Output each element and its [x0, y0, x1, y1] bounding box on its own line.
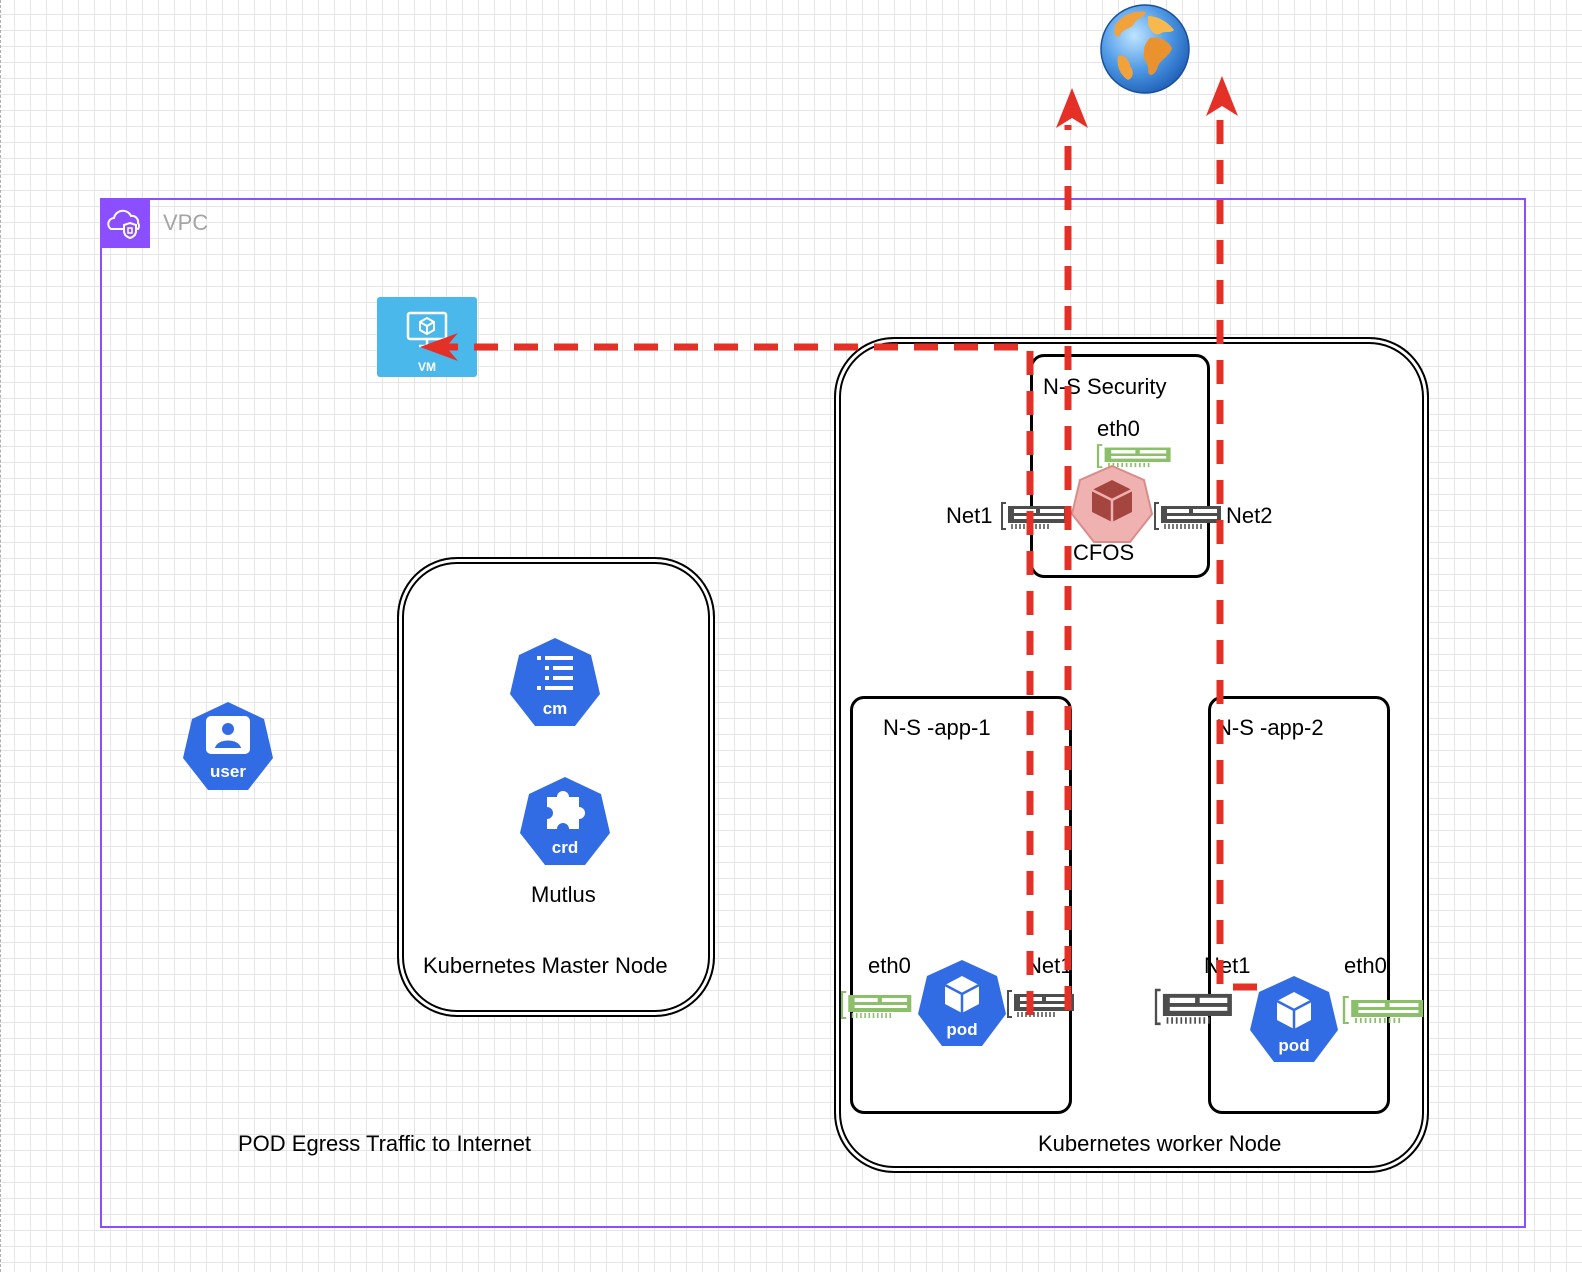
app1-eth0-label: eth0 [868, 953, 911, 978]
arrow-to-internet-2 [1206, 76, 1238, 116]
globe-icon[interactable] [1098, 2, 1192, 96]
user-label: user [210, 762, 246, 781]
app1-eth0-nic-icon [840, 990, 913, 1020]
cfos-label: CFOS [1073, 540, 1135, 565]
traffic-path-internet-2 [1216, 110, 1257, 991]
vm-label: VM [418, 360, 436, 374]
security-net1-nic-icon [1001, 502, 1069, 530]
security-eth0-nic-icon [1096, 443, 1172, 469]
app2-eth0-nic-icon [1342, 995, 1425, 1025]
app2-net1-nic-icon [1154, 988, 1234, 1026]
crd-icon [547, 791, 585, 829]
security-title: N-S Security [1043, 374, 1167, 399]
security-net2-nic-icon [1154, 502, 1222, 530]
app1-net1-nic-icon [1007, 990, 1075, 1018]
arrow-to-internet-1 [1056, 88, 1088, 128]
user-node[interactable]: user [180, 700, 276, 792]
cm-icon [537, 656, 573, 690]
app1-net1-label: Net1 [1026, 953, 1073, 978]
vpc-container[interactable] [100, 198, 1526, 1228]
cm-node[interactable]: cm [507, 636, 603, 728]
app2-eth0-label: eth0 [1344, 953, 1387, 978]
vpc-icon [100, 198, 150, 248]
security-net1-label: Net1 [946, 503, 993, 528]
app2-pod-node: pod [1248, 974, 1340, 1064]
cm-label: cm [543, 699, 568, 718]
egress-traffic-paths [440, 110, 1257, 1015]
traffic-path-vm [440, 343, 1034, 1015]
arrow-to-vm [420, 333, 458, 361]
vpc-label: VPC [163, 210, 209, 235]
security-eth0-label: eth0 [1097, 416, 1140, 441]
app2-net1-label: Net1 [1204, 953, 1251, 978]
security-net2-label: Net2 [1226, 503, 1273, 528]
cfos-icon [1070, 464, 1154, 543]
worker-node-title: Kubernetes worker Node [1038, 1131, 1282, 1156]
canvas-edge [0, 0, 1, 1272]
diagram-caption: POD Egress Traffic to Internet [238, 1131, 532, 1156]
master-node-title: Kubernetes Master Node [423, 953, 668, 978]
crd-node[interactable]: crd [517, 775, 613, 867]
svg-text:pod: pod [946, 1020, 977, 1039]
mutlus-label: Mutlus [531, 882, 596, 907]
vm-node[interactable]: VM [377, 297, 477, 377]
crd-label: crd [552, 838, 578, 857]
app1-pod-node: pod [916, 958, 1008, 1048]
app2-title: N-S -app-2 [1216, 715, 1324, 740]
app1-title: N-S -app-1 [883, 715, 991, 740]
svg-text:pod: pod [1278, 1036, 1309, 1055]
traffic-arrowheads [420, 76, 1238, 361]
